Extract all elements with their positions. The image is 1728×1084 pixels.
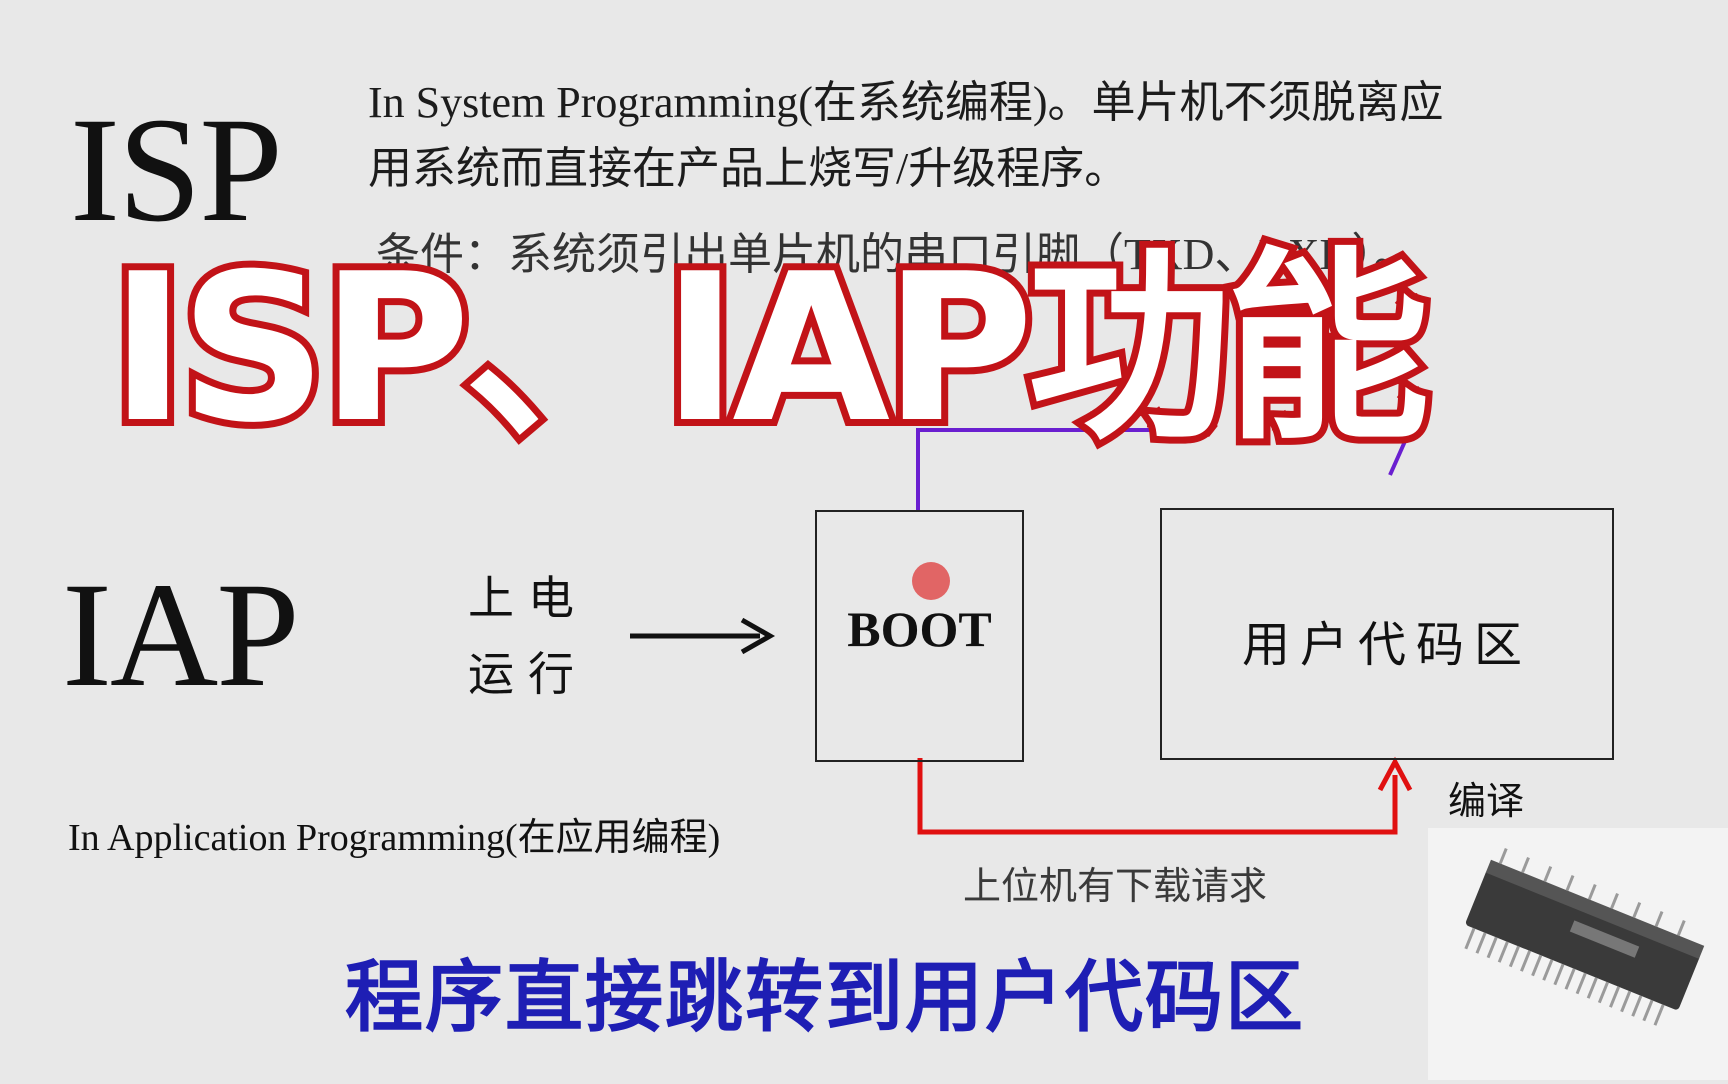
- headline-overlay: ISP、IAP功能: [103, 231, 1437, 468]
- iap-full-name: In Application Programming(在应用编程): [68, 817, 721, 859]
- download-request-label: 上位机有下载请求: [963, 864, 1268, 908]
- purple-connector-right: [1388, 429, 1412, 476]
- iap-title: IAP: [62, 552, 300, 718]
- isp-description-line-2: 用系统而直接在产品上烧写/升级程序。: [368, 144, 1129, 193]
- download-arrow-head: [1377, 756, 1413, 792]
- compile-label: 编译: [1448, 779, 1525, 823]
- user-code-block: [1160, 508, 1614, 760]
- isp-description-line-1: In System Programming(在系统编程)。单片机不须脱离应: [368, 78, 1444, 127]
- power-run-label: 上电运行: [468, 571, 588, 701]
- purple-connector: [916, 428, 1150, 510]
- boot-label: BOOT: [847, 601, 992, 657]
- pointer-highlight-icon: [912, 562, 950, 600]
- download-path: [917, 758, 1398, 835]
- user-code-label: 用户代码区: [1241, 617, 1532, 673]
- isp-title: ISP: [70, 87, 283, 253]
- power-arrow-head: [740, 617, 776, 655]
- isp-condition: 条件：系统须引出单片机的串口引脚（TXD、RXD）。: [376, 230, 1418, 279]
- boot-block: [815, 510, 1024, 762]
- chip-image: [1428, 828, 1728, 1080]
- bottom-caption: 程序直接跳转到用户代码区: [345, 953, 1306, 1043]
